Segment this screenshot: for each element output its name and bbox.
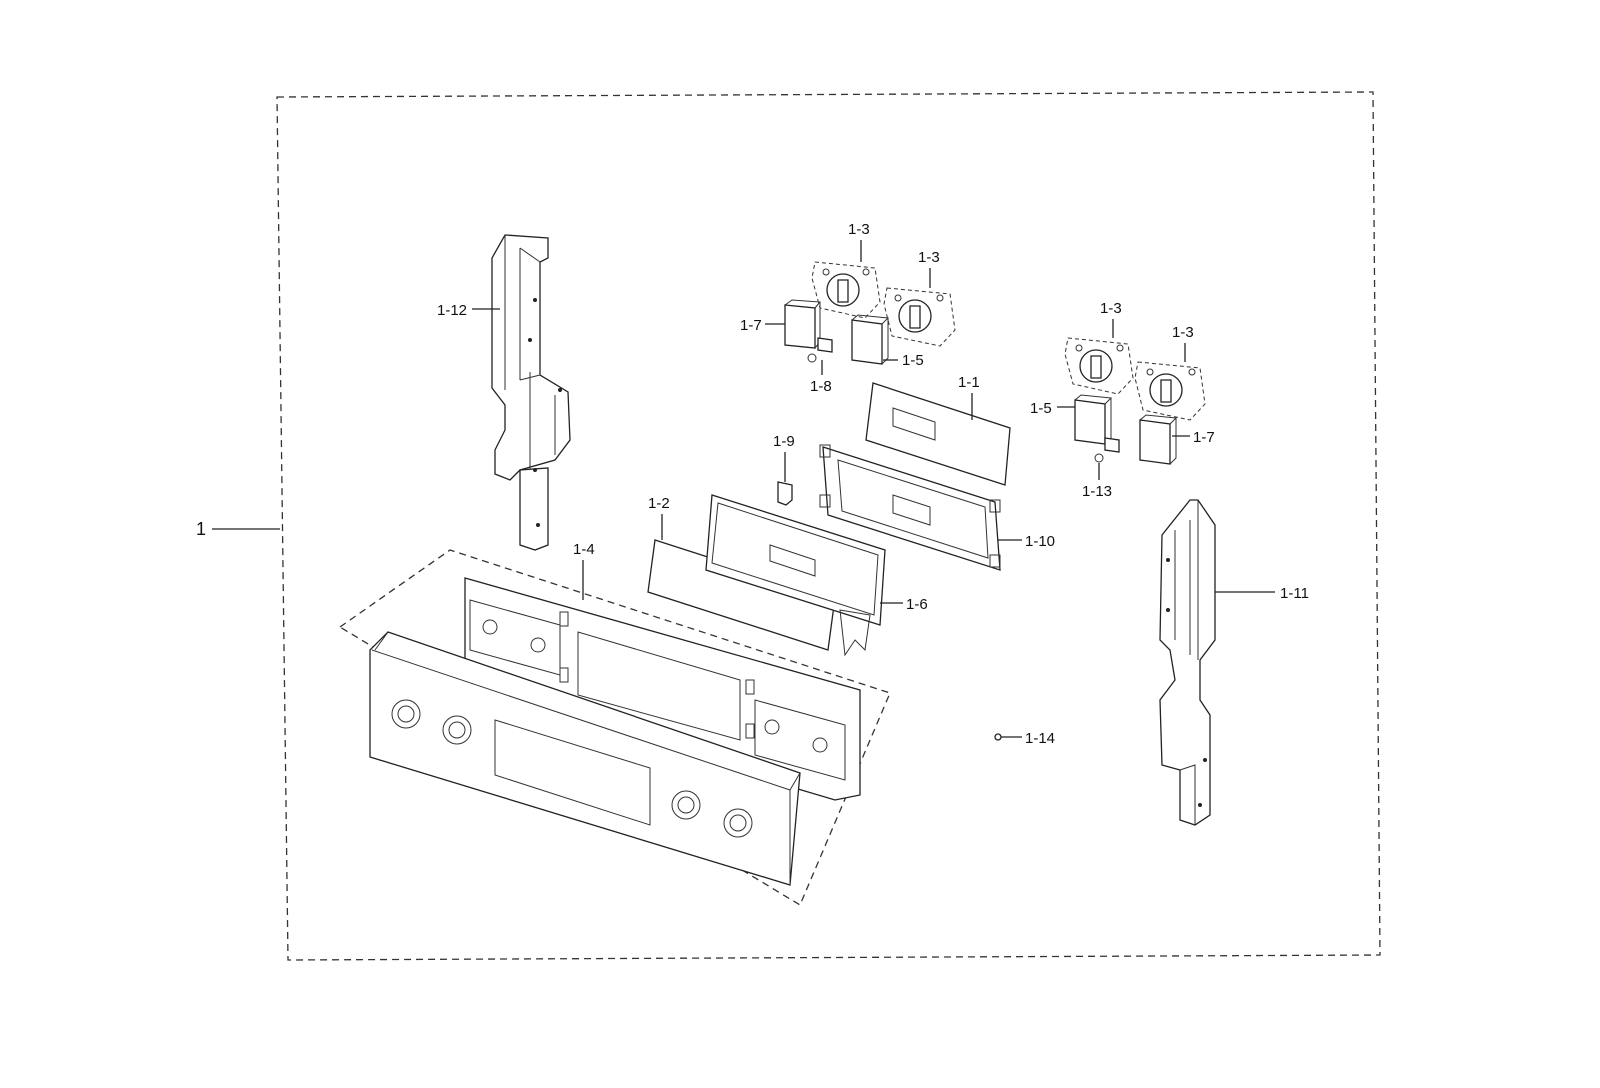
label-1-10: 1-10 bbox=[1025, 533, 1055, 550]
label-1-3a: 1-3 bbox=[848, 221, 870, 238]
switch-left bbox=[784, 299, 822, 349]
callout-1-9: 1-9 bbox=[773, 433, 795, 482]
knob-3 bbox=[1064, 337, 1134, 395]
label-1-5a: 1-5 bbox=[902, 352, 924, 369]
label-1-2: 1-2 bbox=[648, 495, 670, 512]
label-1-7b: 1-7 bbox=[1193, 429, 1215, 446]
callout-1-1: 1-1 bbox=[958, 374, 980, 420]
knob-4 bbox=[1134, 361, 1206, 421]
switch-right-lower bbox=[1139, 414, 1178, 465]
label-1-4: 1-4 bbox=[573, 541, 595, 558]
knob-1 bbox=[811, 261, 881, 319]
callout-1: 1 bbox=[196, 519, 280, 539]
label-1-7a: 1-7 bbox=[740, 317, 762, 334]
label-1-3b: 1-3 bbox=[918, 249, 940, 266]
knob-2 bbox=[883, 287, 956, 347]
callout-1-6: 1-6 bbox=[880, 596, 928, 613]
control-panel-front bbox=[369, 631, 801, 886]
small-cap-left bbox=[807, 337, 833, 363]
label-assembly: 1 bbox=[196, 519, 206, 539]
callout-1-7a: 1-7 bbox=[740, 317, 785, 334]
label-1-11: 1-11 bbox=[1280, 585, 1309, 602]
callout-1-13: 1-13 bbox=[1082, 463, 1112, 500]
control-board bbox=[865, 382, 1011, 486]
label-1-3c: 1-3 bbox=[1100, 300, 1122, 317]
callout-1-10: 1-10 bbox=[998, 533, 1055, 550]
callout-1-3d: 1-3 bbox=[1172, 324, 1194, 362]
screw bbox=[994, 733, 1002, 741]
switch-right-upper bbox=[1074, 394, 1113, 445]
label-1-13: 1-13 bbox=[1082, 483, 1112, 500]
callout-1-7b: 1-7 bbox=[1172, 429, 1215, 446]
callout-1-3a: 1-3 bbox=[848, 221, 870, 262]
callout-1-2: 1-2 bbox=[648, 495, 670, 540]
callout-1-14: 1-14 bbox=[1001, 730, 1055, 747]
side-bracket-left bbox=[491, 234, 571, 551]
assembly-boundary bbox=[276, 91, 1381, 961]
callout-1-5a: 1-5 bbox=[883, 352, 924, 369]
label-1-9: 1-9 bbox=[773, 433, 795, 450]
small-cap-right bbox=[1094, 437, 1120, 463]
subassembly-1-4-boundary bbox=[338, 549, 891, 906]
callout-1-3c: 1-3 bbox=[1100, 300, 1122, 338]
control-panel-frame bbox=[464, 577, 861, 801]
callout-1-12: 1-12 bbox=[437, 302, 500, 319]
label-1-5b: 1-5 bbox=[1030, 400, 1052, 417]
callout-1-5b: 1-5 bbox=[1030, 400, 1075, 417]
switch-upper bbox=[851, 314, 890, 365]
callout-1-3b: 1-3 bbox=[918, 249, 940, 288]
side-bracket-right bbox=[1159, 499, 1216, 826]
label-1-8: 1-8 bbox=[810, 378, 832, 395]
board-bracket bbox=[819, 444, 1001, 571]
callout-1-11: 1-11 bbox=[1215, 585, 1309, 602]
clip bbox=[777, 481, 793, 506]
label-1-3d: 1-3 bbox=[1172, 324, 1194, 341]
callout-1-4: 1-4 bbox=[573, 541, 595, 600]
label-1-6: 1-6 bbox=[906, 596, 928, 613]
callout-1-8: 1-8 bbox=[810, 360, 832, 395]
label-1-14: 1-14 bbox=[1025, 730, 1055, 747]
label-1-1: 1-1 bbox=[958, 374, 980, 391]
display-holder bbox=[705, 494, 886, 657]
label-1-12: 1-12 bbox=[437, 302, 467, 319]
